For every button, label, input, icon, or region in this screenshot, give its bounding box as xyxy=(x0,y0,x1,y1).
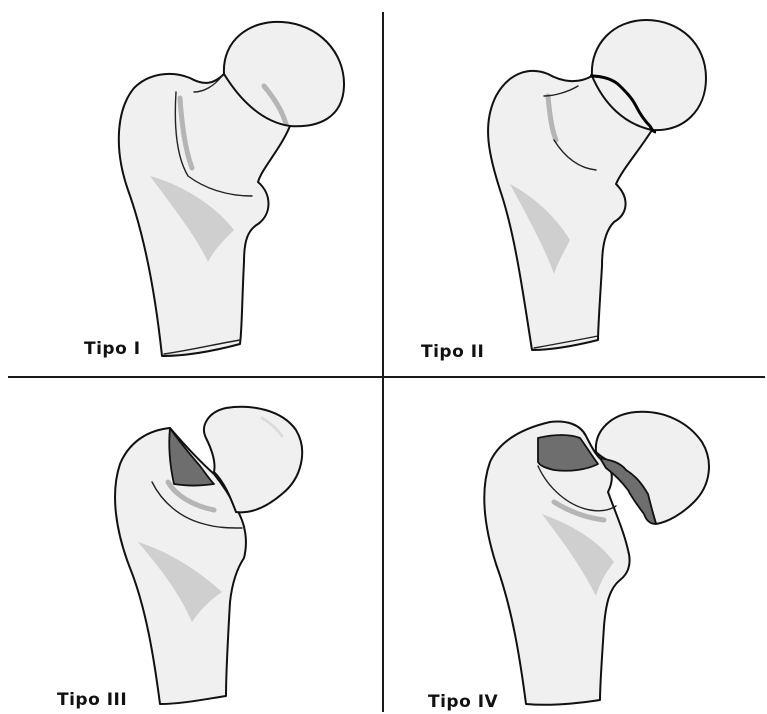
panel-label-tipo-3: Tipo III xyxy=(57,690,127,710)
femur-shaft xyxy=(119,74,290,356)
panel-tipo-2: Tipo II xyxy=(384,0,767,376)
panel-label-tipo-2: Tipo II xyxy=(421,342,484,362)
femur-tipo-1-drawing xyxy=(0,0,382,376)
panel-label-tipo-1: Tipo I xyxy=(84,339,141,359)
panel-label-tipo-4: Tipo IV xyxy=(428,692,498,712)
femur-tipo-3-drawing xyxy=(0,378,382,714)
femur-tipo-4-drawing xyxy=(384,378,767,714)
panel-tipo-3: Tipo III xyxy=(0,378,382,714)
femur-tipo-2-drawing xyxy=(384,0,767,376)
panel-tipo-4: Tipo IV xyxy=(384,378,767,714)
panel-tipo-1: Tipo I xyxy=(0,0,382,376)
